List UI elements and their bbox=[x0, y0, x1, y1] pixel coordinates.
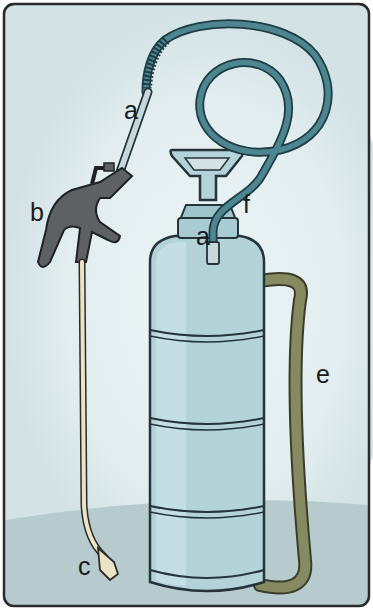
hose-gun-connector bbox=[120, 92, 148, 172]
tank-band bbox=[150, 424, 264, 430]
spray-hose bbox=[146, 24, 328, 255]
card-border bbox=[4, 4, 369, 606]
part-letter: b bbox=[30, 200, 44, 225]
connector-outline bbox=[120, 92, 148, 172]
tank-band bbox=[150, 336, 264, 342]
tank-band bbox=[150, 330, 264, 336]
hose-outline bbox=[146, 24, 328, 255]
tank-body bbox=[150, 236, 264, 591]
part-letter: c bbox=[78, 554, 91, 579]
spray-nozzle bbox=[98, 548, 118, 580]
pump-handle bbox=[171, 150, 243, 200]
part-letter: a bbox=[124, 98, 138, 123]
tank-highlight bbox=[156, 242, 186, 585]
tank-band bbox=[150, 512, 264, 518]
handle-grip-hole bbox=[185, 158, 229, 170]
part-letter: a bbox=[196, 224, 210, 249]
part-letter: f bbox=[243, 192, 250, 217]
gun-knob bbox=[104, 163, 114, 171]
tank-band bbox=[150, 418, 264, 424]
hose-ribbing bbox=[147, 40, 166, 88]
wand-outline bbox=[82, 262, 104, 556]
tank-band bbox=[150, 506, 264, 512]
tank-base bbox=[150, 570, 264, 578]
part-letter: e bbox=[316, 362, 330, 387]
spray-wand bbox=[82, 262, 104, 556]
spray-gun bbox=[38, 168, 132, 267]
